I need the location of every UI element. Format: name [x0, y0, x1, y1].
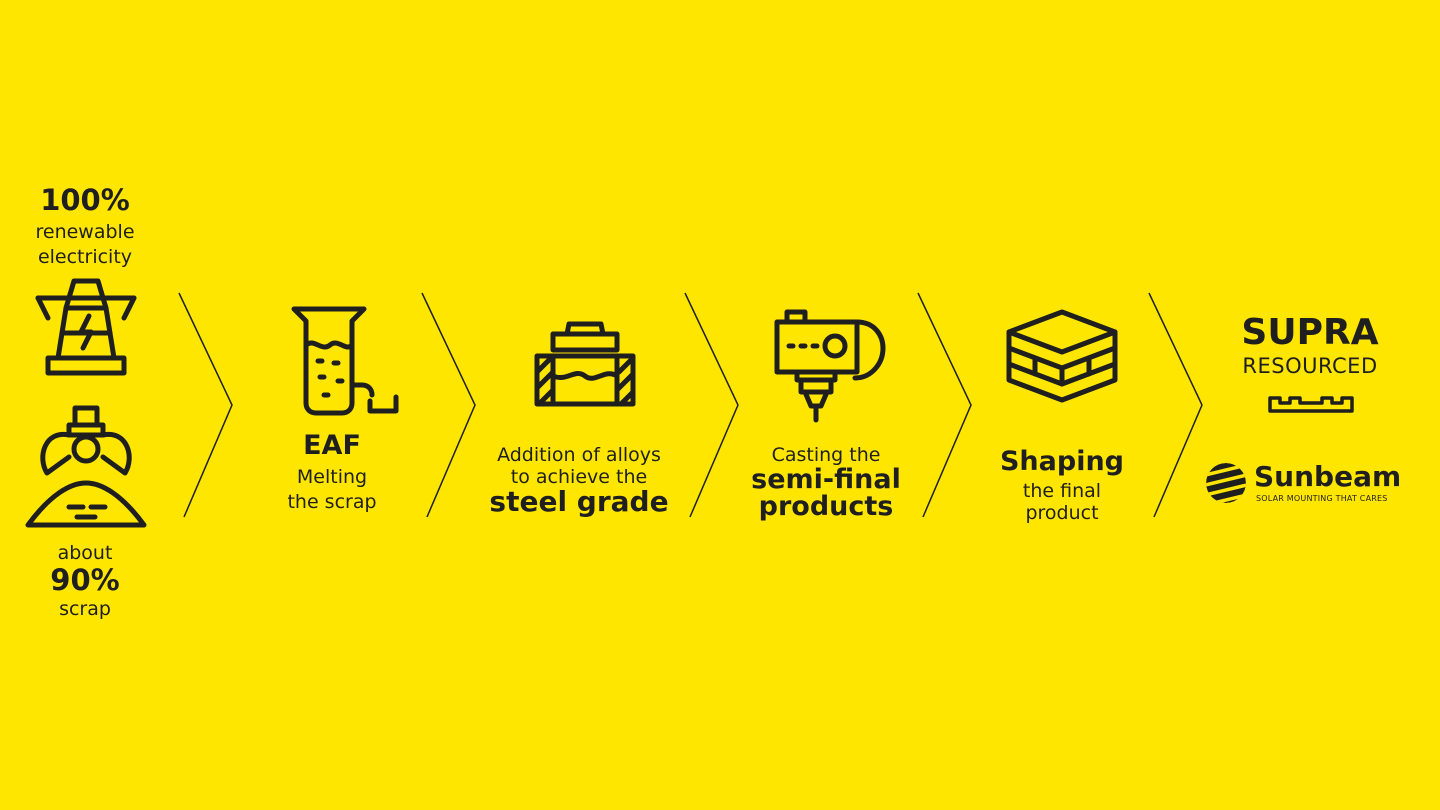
scrap-label-top: about: [57, 542, 113, 564]
sunbeam-logo-icon: [1206, 463, 1246, 503]
casting-machine-icon: [774, 309, 886, 423]
alloy-ladle-icon: [534, 321, 636, 407]
supra-title: SUPRA: [1241, 312, 1379, 353]
electricity-label: renewable electricity: [35, 220, 134, 270]
alloys-description: Addition of alloys to achieve the: [497, 444, 661, 488]
eaf-line-1: Melting: [296, 466, 368, 488]
step-arrow-2: [421, 292, 476, 518]
casting-highlight: semi-final products: [751, 466, 901, 520]
electricity-percentage: 100%: [40, 183, 130, 217]
shaping-line-1: the final: [1022, 480, 1102, 502]
stacked-layers-icon: [1006, 309, 1118, 403]
scrap-percentage: 90%: [50, 563, 120, 597]
scrap-label-bottom: scrap: [59, 598, 111, 620]
eaf-description: Melting the scrap: [287, 465, 376, 515]
eaf-line-2: the scrap: [287, 491, 377, 513]
power-pylon-icon: [35, 278, 137, 376]
sunbeam-wordmark: Sunbeam: [1254, 460, 1402, 493]
supra-profile-icon: [1268, 396, 1354, 413]
casting-bold-line-1: semi-final: [751, 464, 901, 495]
sunbeam-tagline: SOLAR MOUNTING THAT CARES: [1256, 494, 1388, 503]
casting-line-1: Casting the: [771, 444, 881, 466]
shaping-description: the final product: [1023, 480, 1101, 524]
eaf-title: EAF: [303, 430, 361, 461]
shaping-highlight: Shaping: [999, 446, 1125, 477]
step-arrow-5: [1148, 292, 1203, 518]
furnace-crucible-icon: [291, 306, 399, 416]
step-arrow-3: [684, 292, 739, 518]
scrap-grab-icon: [25, 405, 147, 528]
shaping-line-2: product: [1025, 502, 1099, 524]
supra-subtitle: RESOURCED: [1242, 354, 1378, 378]
alloys-line-2: to achieve the: [510, 466, 648, 488]
alloys-highlight: steel grade: [489, 485, 669, 518]
alloys-line-1: Addition of alloys: [497, 444, 661, 466]
casting-bold-line-2: products: [758, 491, 894, 522]
electricity-label-line-1: renewable: [35, 221, 135, 243]
electricity-label-line-2: electricity: [37, 246, 133, 268]
step-arrow-1: [178, 292, 233, 518]
step-arrow-4: [917, 292, 972, 518]
